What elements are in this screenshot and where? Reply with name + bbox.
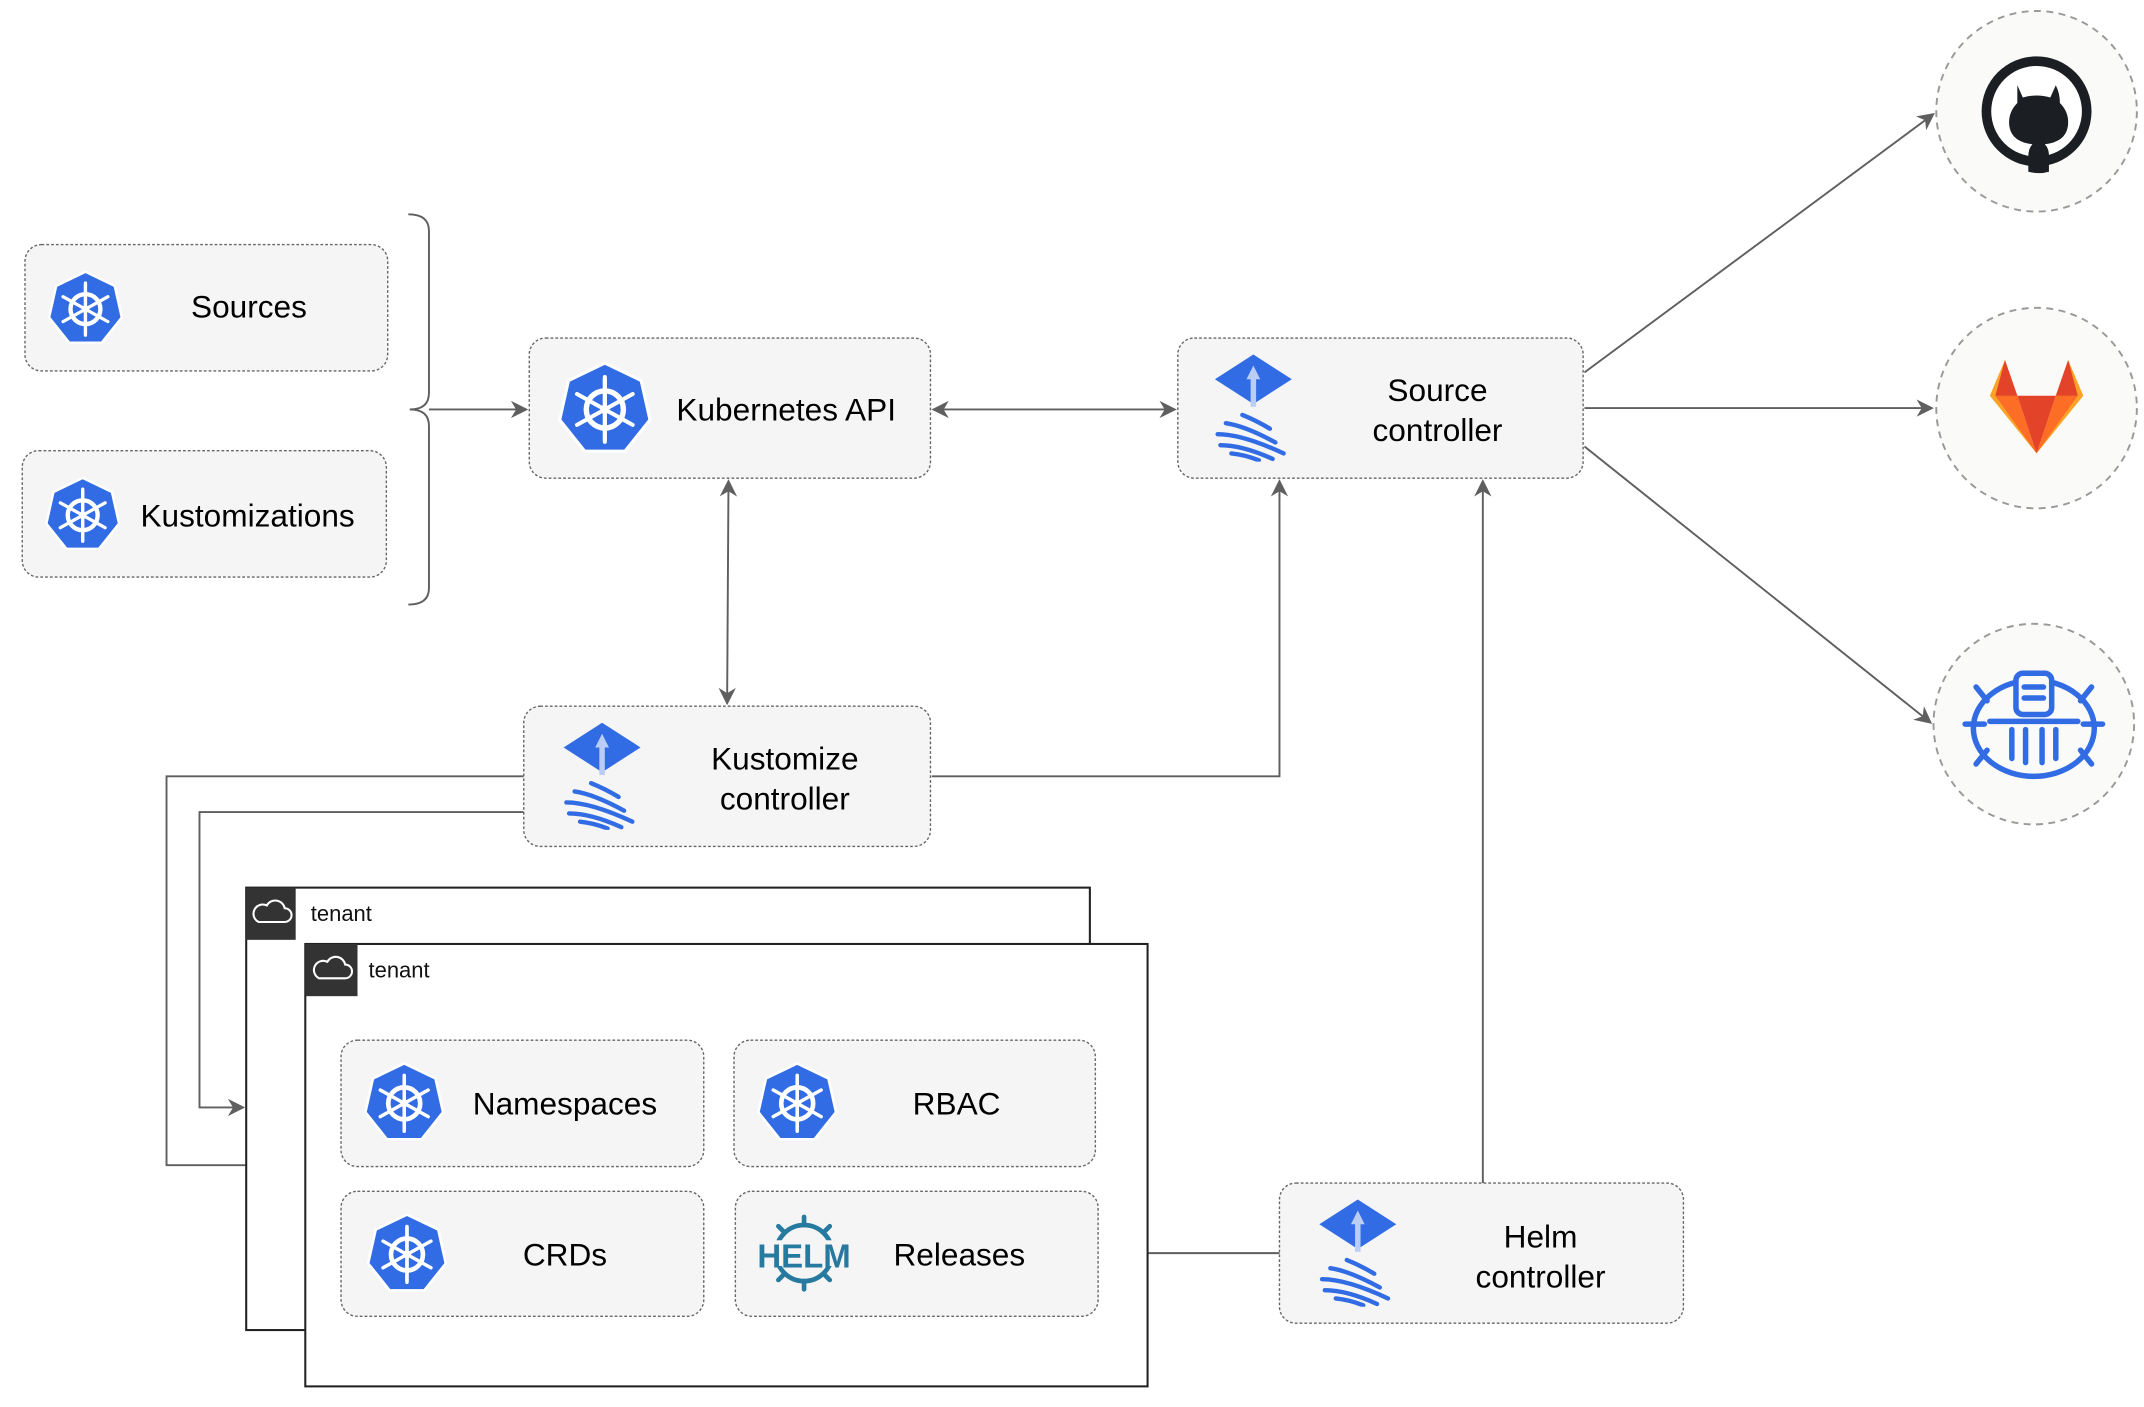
kustomize-controller-label: Kustomize xyxy=(711,740,858,776)
node-kustomizations[interactable]: Kustomizations xyxy=(21,449,388,578)
edge-source-github xyxy=(1583,113,1935,374)
kubernetes-api-label: Kubernetes API xyxy=(676,391,896,427)
rbac-label: RBAC xyxy=(913,1085,1001,1121)
node-rbac[interactable]: RBAC xyxy=(733,1039,1097,1168)
edge-api-kustomize xyxy=(718,479,738,706)
edge-source-bucket xyxy=(1583,445,1933,724)
external-gitlab[interactable] xyxy=(1935,306,2138,510)
cloud-icon xyxy=(312,955,354,980)
external-bucket[interactable] xyxy=(1932,622,2136,826)
node-releases[interactable]: HELM Releases xyxy=(734,1190,1099,1318)
node-sources[interactable]: Sources xyxy=(24,243,389,372)
github-icon xyxy=(1981,56,2092,174)
kustomize-controller-label: controller xyxy=(720,780,850,816)
node-kubernetes-api[interactable]: Kubernetes API xyxy=(528,337,932,479)
tenant-label: tenant xyxy=(369,958,430,983)
source-controller-label: Source xyxy=(1387,372,1487,408)
node-source-controller[interactable]: Source controller xyxy=(1177,337,1584,479)
tenant-group-front[interactable]: tenant Namespaces RBAC CRDs HELM Release… xyxy=(304,942,1149,1388)
node-kustomize-controller[interactable]: Kustomize controller xyxy=(523,705,932,848)
edge-kustomize-tenant2 xyxy=(165,775,524,1174)
helm-controller-label: controller xyxy=(1476,1258,1606,1294)
bracket xyxy=(408,213,430,606)
edge-kustomize-tenant1 xyxy=(198,811,524,1117)
helm-controller-label: Helm xyxy=(1504,1219,1578,1255)
gitlab-icon xyxy=(1989,359,2084,454)
svg-text:HELM: HELM xyxy=(757,1237,850,1274)
kustomizations-label: Kustomizations xyxy=(140,497,354,533)
releases-label: Releases xyxy=(893,1236,1025,1272)
namespaces-label: Namespaces xyxy=(473,1085,657,1121)
node-crds[interactable]: CRDs xyxy=(340,1190,705,1318)
edge-kustomize-source xyxy=(931,479,1289,778)
sources-label: Sources xyxy=(191,288,307,324)
helm-icon: HELM xyxy=(757,1217,850,1289)
crds-label: CRDs xyxy=(523,1236,607,1272)
external-github[interactable] xyxy=(1935,10,2138,213)
tenant-label: tenant xyxy=(311,901,372,926)
node-helm-controller[interactable]: Helm controller xyxy=(1278,1182,1685,1324)
cloud-icon xyxy=(252,899,293,924)
node-namespaces[interactable]: Namespaces xyxy=(340,1039,705,1168)
source-controller-label: controller xyxy=(1373,412,1503,448)
bucket-icon xyxy=(1962,670,2106,780)
